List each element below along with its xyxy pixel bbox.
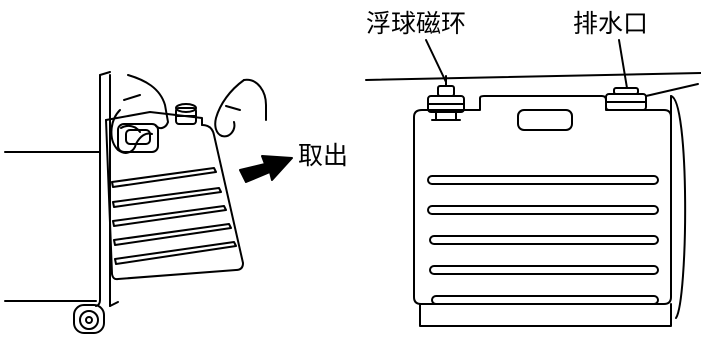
tank-ribs-right: [427, 175, 659, 305]
caster-wheel: [73, 304, 105, 334]
tank-ribs-left: [111, 167, 237, 265]
arrow-icon: [239, 155, 293, 183]
float-ring-label: 浮球磁环: [366, 9, 467, 38]
water-tank: [413, 95, 672, 327]
take-out-label: 取出: [298, 141, 349, 170]
hand-right: [214, 78, 267, 138]
hand-left: [110, 74, 169, 154]
drain-outlet-label: 排水口: [573, 9, 649, 38]
drain-cap-icon: [605, 87, 647, 111]
callout-leaders: [425, 39, 628, 89]
appliance-body: [4, 71, 119, 307]
tank-pulled-out: [105, 103, 244, 281]
